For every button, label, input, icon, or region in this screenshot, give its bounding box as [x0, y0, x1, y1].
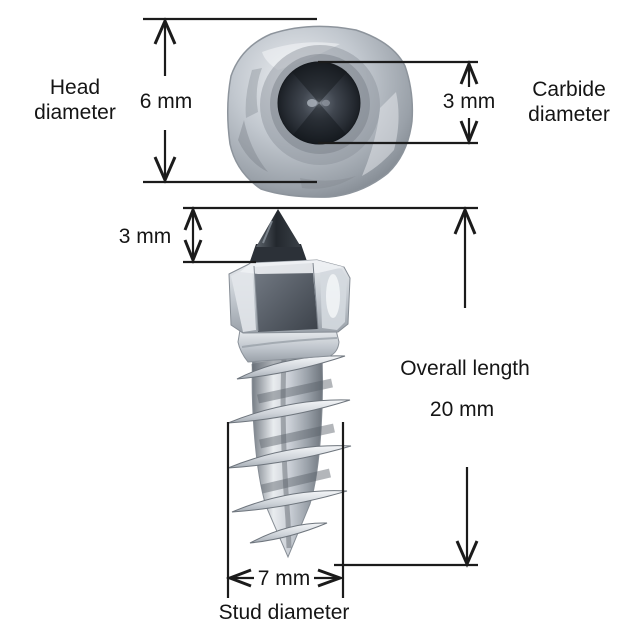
dimension-annotations	[143, 17, 479, 598]
stud-side-view-photo	[227, 209, 352, 559]
head-diameter-dimension	[143, 17, 317, 184]
overall-length-label: Overall length	[400, 357, 530, 380]
carbide-diameter-label: Carbide diameter	[528, 78, 610, 126]
arrow-up-head	[453, 206, 477, 235]
overall-length-dimension	[334, 206, 479, 568]
arrow-up-head	[459, 59, 479, 85]
arrow-left-head	[225, 568, 252, 588]
head-diameter-value: 6 mm	[139, 90, 193, 113]
tip-height-value: 3 mm	[118, 225, 172, 248]
stud-diameter-dimension	[225, 422, 345, 598]
stud-diameter-value: 7 mm	[257, 567, 311, 590]
head-diameter-label: Head diameter	[34, 76, 116, 124]
hex-head	[228, 259, 351, 334]
stud-top-view-photo	[226, 25, 414, 198]
thread-crests	[227, 355, 352, 544]
arrow-down-head	[153, 156, 177, 184]
stud-collar	[237, 329, 340, 363]
arrow-down-head	[459, 120, 479, 146]
arrow-right-head	[317, 568, 345, 588]
tip-height-dimension	[183, 205, 478, 265]
carbide-diameter-value: 3 mm	[442, 90, 496, 113]
arrow-up-head	[183, 205, 203, 231]
carbide-diameter-dimension	[318, 59, 479, 146]
arrow-up-head	[153, 17, 177, 45]
carbide-tip-side	[248, 209, 309, 267]
overall-length-value: 20 mm	[429, 398, 495, 421]
arrow-down-head	[183, 239, 203, 265]
stud-diameter-label: Stud diameter	[218, 601, 350, 624]
